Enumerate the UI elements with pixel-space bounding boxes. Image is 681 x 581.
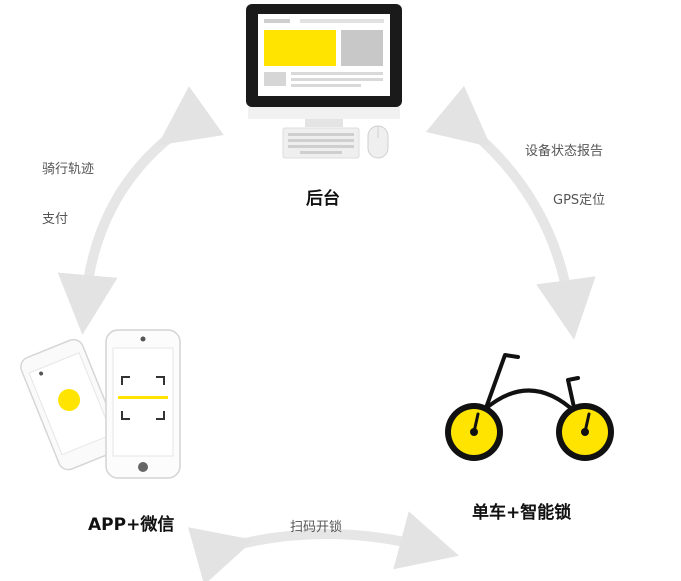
- right-arrow: [425, 85, 596, 340]
- bike-label: 单车+智能锁: [472, 503, 572, 523]
- left-edge-label-1: 骑行轨迹: [42, 162, 95, 177]
- right-edge-label-1: 设备状态报告: [525, 144, 604, 159]
- left-arrow: [57, 86, 224, 335]
- left-edge-label-2: 支付: [42, 212, 69, 227]
- app-label: APP+微信: [88, 515, 175, 535]
- right-edge-label-2: GPS定位: [553, 193, 606, 208]
- backend-label: 后台: [306, 189, 340, 209]
- bottom-edge-label: 扫码开锁: [290, 520, 343, 535]
- bottom-arrow: [188, 511, 459, 581]
